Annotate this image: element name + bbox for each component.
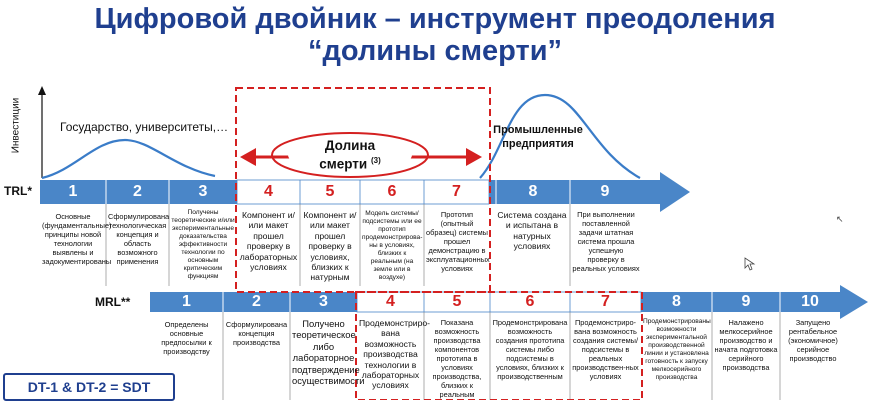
trl-level-number: 2	[133, 183, 142, 200]
mrl-level-number: 4	[386, 293, 395, 310]
mrl-level-number: 10	[801, 293, 819, 310]
mrl-level-number: 8	[672, 293, 681, 310]
trl-level-description: Модель системы/ подсистемы или ее протот…	[362, 210, 423, 281]
mrl-level-number: 5	[452, 293, 462, 310]
mrl-level-number: 2	[252, 293, 261, 310]
mouse-cursor-mark	[744, 257, 756, 271]
valley-label-line2: смерти	[319, 156, 368, 172]
pointer-mark-icon: ↖	[836, 214, 844, 224]
mrl-level-number: 3	[319, 293, 328, 310]
right-curve-label-line2: предприятия	[502, 138, 574, 150]
right-investment-curve	[479, 93, 641, 179]
mrl-level-description: Продемонстрированы возможности экспериме…	[643, 318, 711, 381]
y-axis-label: Инвестиции	[10, 97, 22, 154]
slide-title-line1: Цифровой двойник – инструмент преодолени…	[94, 3, 776, 35]
trl-level-number: 7	[452, 183, 461, 200]
valley-label-note: (3)	[370, 156, 381, 165]
trl-level-number: 4	[264, 183, 273, 200]
trl-level-description: Сформулирована технологическая концепция…	[108, 212, 170, 266]
mrl-level-number: 7	[601, 293, 610, 310]
mrl-level-description: Налажено мелкосерийное производство и на…	[714, 318, 778, 372]
trl-highlight-segment	[236, 179, 490, 205]
mrl-label: MRL**	[95, 295, 131, 309]
valley-mrl-dashed-box	[355, 291, 643, 400]
mrl-level-description: Получено теоретическое либо лабораторное…	[292, 318, 365, 387]
y-axis-arrowhead	[38, 86, 46, 95]
trl-level-description: Основные (фундаментальные) принципы ново…	[42, 212, 112, 266]
mrl-level-description: Продемонстриро-вана возможность создания…	[572, 318, 639, 381]
mrl-level-number: 6	[525, 293, 535, 310]
trl-level-description: Получены теоретические и/или эксперимент…	[171, 209, 235, 280]
valley-label-line2-wrap: смерти (3)	[292, 156, 408, 172]
trl-level-number: 5	[325, 183, 335, 200]
trl-level-description: При выполнении поставленной задачи штатн…	[572, 210, 640, 273]
trl-level-number: 9	[600, 183, 610, 200]
mrl-level-description: Запущено рентабельное (экономичное) сери…	[788, 318, 838, 363]
mrl-level-number: 9	[741, 293, 751, 310]
trl-level-number: 6	[387, 183, 397, 200]
mrl-level-description: Продемонстриро-вана возможность производ…	[359, 318, 431, 391]
mrl-level-description: Показана возможность производства компон…	[432, 318, 482, 399]
valley-label-line1: Долина	[324, 138, 376, 153]
trl-level-description: Компонент и/или макет прошел проверку в …	[239, 210, 298, 273]
mrl-level-description: Определены основные предпосылки к произв…	[161, 320, 212, 356]
trl-level-number: 8	[528, 183, 538, 200]
left-curve-label: Государство, университеты,…	[60, 120, 229, 134]
valley-arrow-left-head	[240, 148, 256, 166]
dt-sdt-badge: DT-1 & DT-2 = SDT	[3, 373, 175, 401]
trl-level-number: 1	[68, 183, 78, 200]
valley-arrow-right-head	[466, 148, 482, 166]
slide-title-line2: “долины смерти”	[307, 35, 563, 67]
mrl-level-number: 1	[182, 293, 191, 310]
trl-level-number: 3	[198, 183, 208, 200]
left-investment-curve	[41, 138, 216, 180]
trl-label: TRL*	[4, 184, 32, 198]
right-curve-label-line1: Промышленные	[493, 124, 583, 136]
trl-level-description: Компонент и/или макет прошел проверку в …	[303, 210, 357, 283]
trl-level-description: Прототип (опытный образец) системы проше…	[426, 210, 490, 273]
mrl-level-description: Сформулирована концепция производства	[225, 320, 288, 347]
mrl-level-description: Продемонстрирована возможность создания …	[492, 318, 568, 381]
trl-level-description: Система создана и испытана в натурных ус…	[497, 210, 567, 252]
